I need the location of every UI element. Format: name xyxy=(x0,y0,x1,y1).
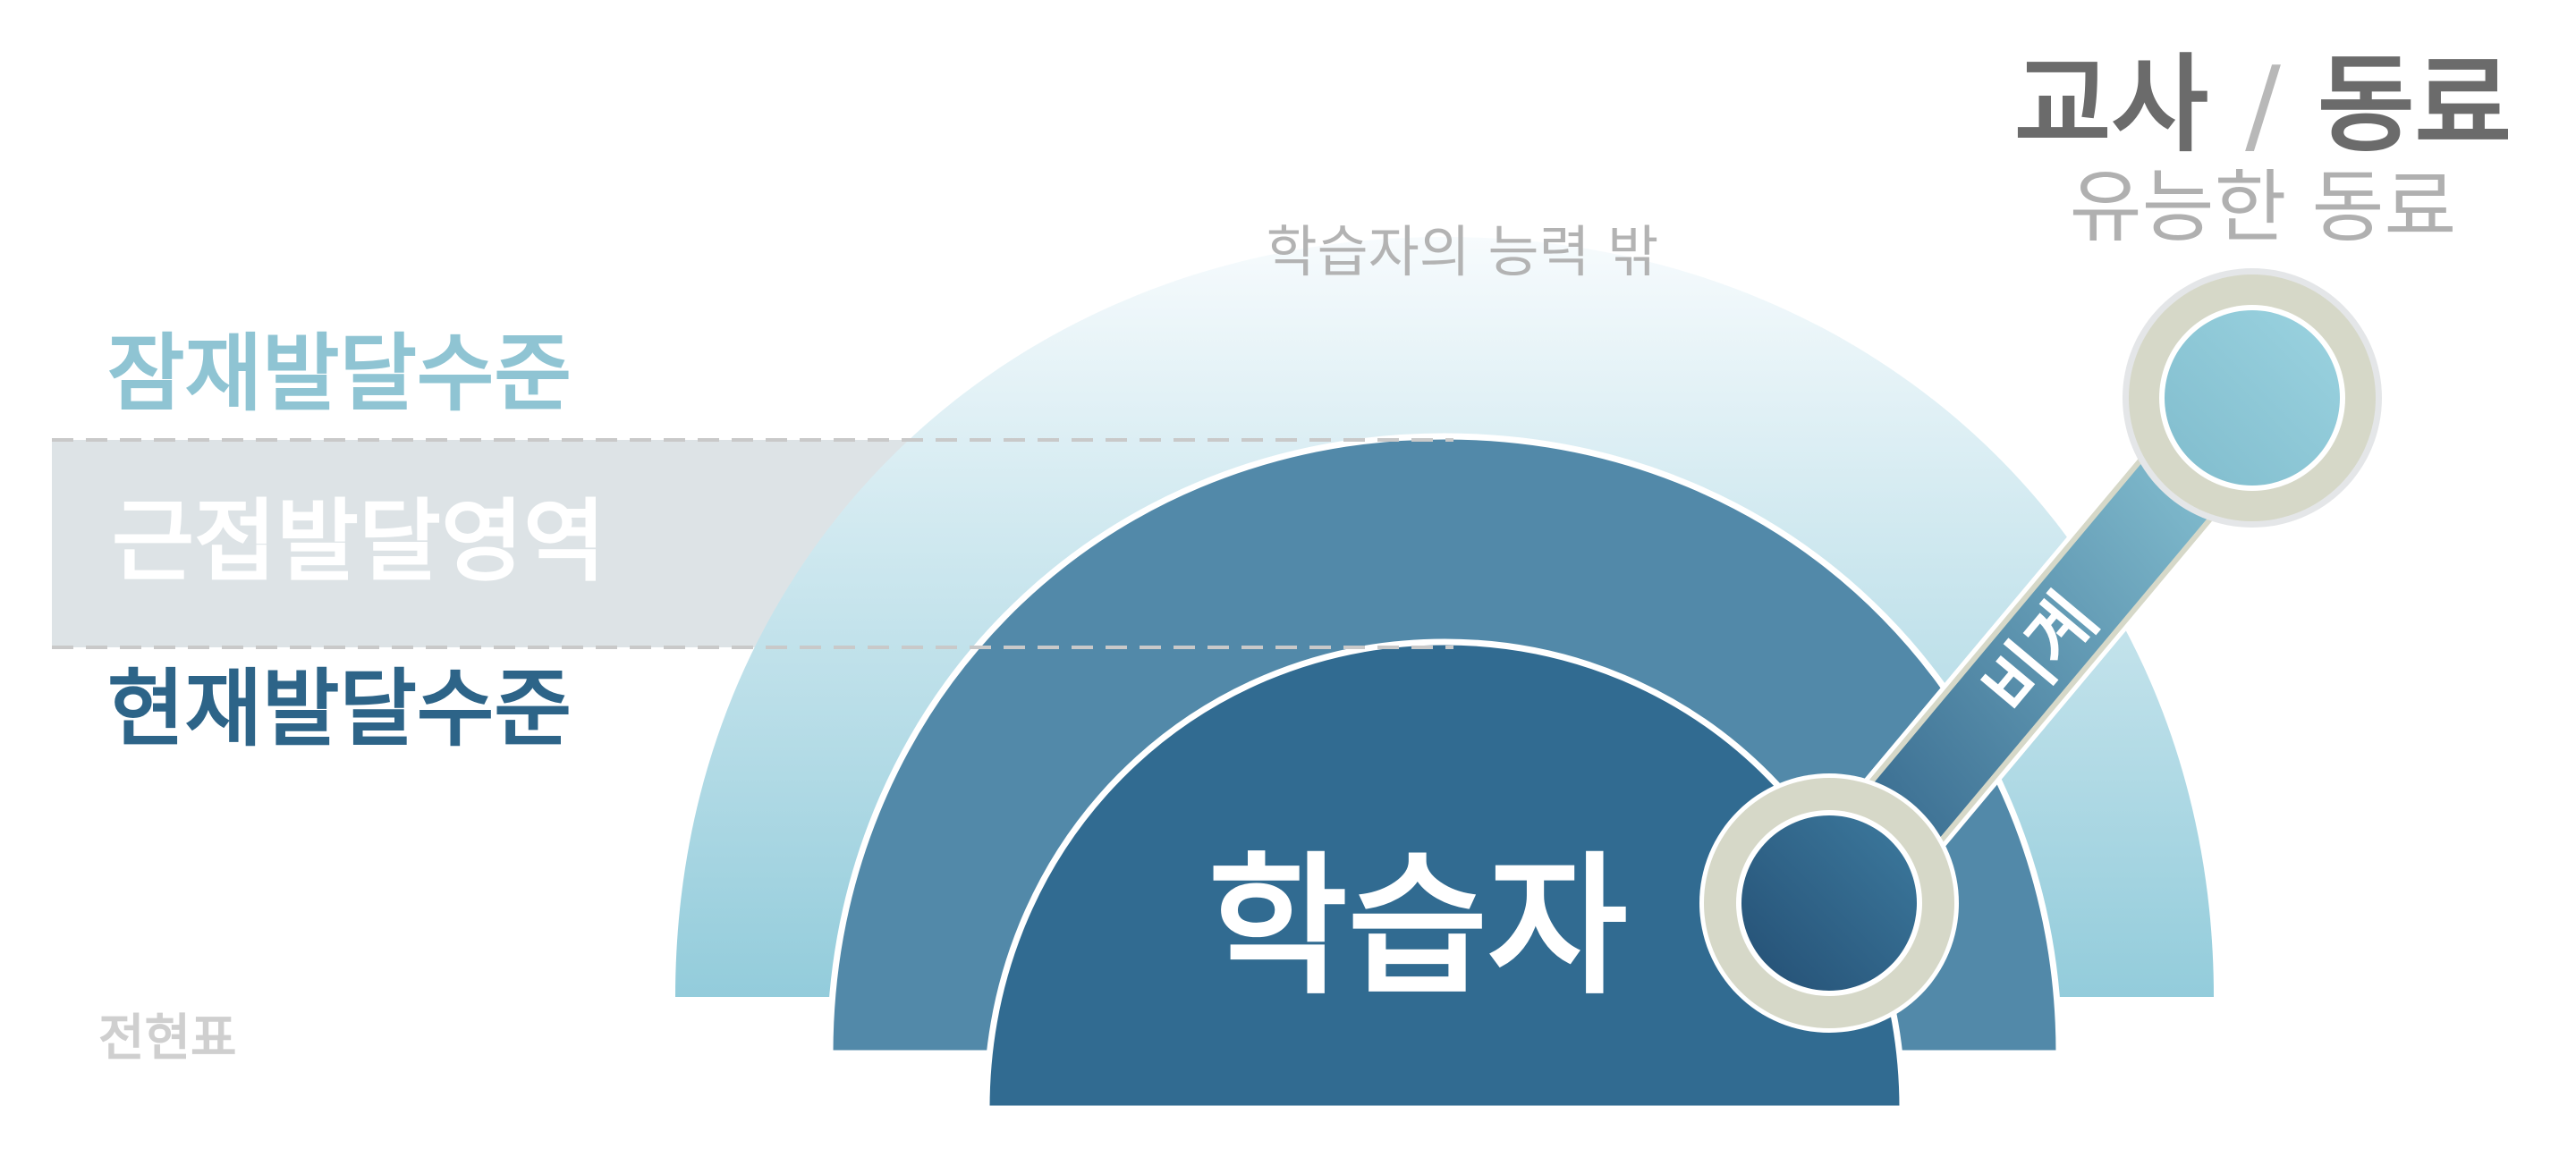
teacher-peer-heading: 교사 / 동료 xyxy=(2014,43,2512,166)
zpd-label: 근접발달영역 xyxy=(112,489,606,594)
capable-peer-label: 유능한 동료 xyxy=(2070,161,2457,253)
learner-label: 학습자 xyxy=(1208,839,1627,1016)
potential-level-label: 잠재발달수준 xyxy=(107,325,572,423)
outer-region-label: 학습자의 능력 밖 xyxy=(1267,219,1659,284)
actual-level-label: 현재발달수준 xyxy=(107,661,572,758)
title-slash: / xyxy=(2245,43,2281,166)
peer-title: 동료 xyxy=(2318,43,2512,166)
author-label: 전현표 xyxy=(98,1009,237,1068)
teacher-title: 교사 xyxy=(2014,43,2208,166)
peer-joint-icon xyxy=(2123,268,2382,528)
learner-joint-icon xyxy=(1699,773,1959,1033)
